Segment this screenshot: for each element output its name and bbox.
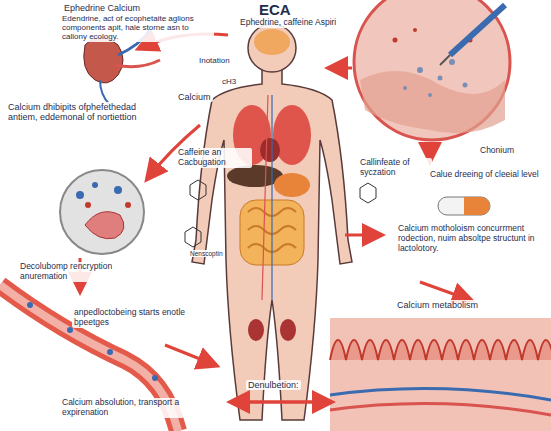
annotation-label: Edendrine, act of ecophetaite aglions co… — [60, 14, 214, 42]
annotation-label: Calcium motholoism concurrment rodection… — [396, 224, 548, 253]
annotation-label: Chonium — [478, 146, 516, 156]
annotation-label: Calcium dhibipits ofphefethedad antiem, … — [6, 102, 160, 123]
annotation-label: anpedloctobeing starts enotle bpeetges — [72, 308, 206, 328]
annotation-label: Nenscoptin — [188, 250, 225, 257]
annotation-label: Calue dreeing of cleeial level — [428, 170, 541, 180]
annotation-label: Callinfeate of syczation — [358, 158, 432, 178]
annotation-label: Calcium metabolism — [395, 300, 480, 310]
annotation-label: Inotation — [197, 56, 232, 65]
diagram-title: ECA — [256, 1, 294, 18]
annotation-label: cH3 — [220, 77, 238, 86]
annotation-label: Denulbetion: — [246, 380, 301, 390]
annotation-label: Ephedrine, caffeine Aspiri — [238, 18, 338, 28]
annotation-label: Caffeine an Cacbugation — [176, 148, 252, 168]
annotation-label: Calcium absolution, transport a expirena… — [60, 398, 184, 418]
annotation-label: Calcium — [176, 92, 213, 102]
annotation-label: Ephedrine Calcium — [62, 3, 142, 13]
annotation-label: Decolubomp rencryption anuremation — [18, 262, 137, 282]
